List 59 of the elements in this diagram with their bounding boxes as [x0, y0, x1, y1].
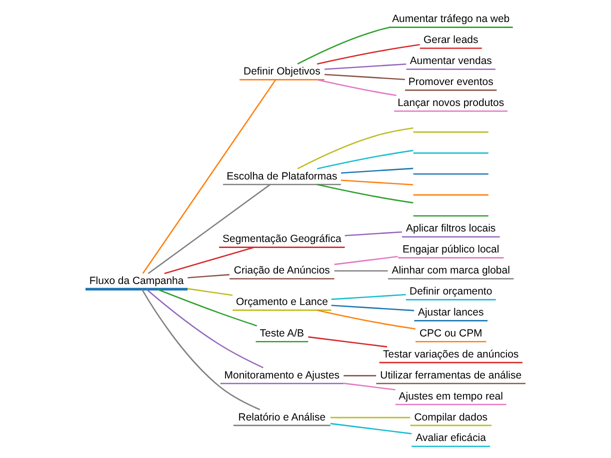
node-text: Monitoramento e Ajustes: [224, 370, 340, 382]
node-bar: [413, 131, 488, 133]
connector: [331, 304, 414, 312]
node-text: Ajustes em tempo real: [398, 391, 503, 402]
connector: [164, 246, 254, 274]
node-text: Promover eventos: [408, 77, 494, 88]
connector: [341, 180, 414, 186]
node-text: CPC ou CPM: [419, 328, 482, 340]
node-text: Aumentar tráfego na web: [392, 14, 510, 26]
node-bar: [413, 215, 488, 217]
connector: [316, 184, 414, 204]
connector: [316, 150, 414, 170]
connector: [316, 79, 396, 96]
connector: [344, 231, 402, 236]
node-text: Fluxo da Campanha: [89, 276, 184, 288]
connector: [157, 288, 258, 326]
connector: [344, 375, 376, 376]
connector: [146, 288, 264, 368]
node-text: Compilar dados: [414, 412, 488, 424]
connector: [324, 74, 405, 80]
node-text: Aumentar vendas: [410, 56, 492, 68]
connector: [334, 256, 398, 266]
connector: [142, 79, 276, 274]
connector: [148, 184, 271, 274]
node-text: Escolha de Plataformas: [226, 171, 338, 182]
node-text: Alinhar com marca global: [392, 266, 510, 277]
node-text: Utilizar ferramentas de análise: [380, 370, 522, 382]
connector: [324, 63, 406, 70]
connector: [188, 274, 230, 278]
node-text: Definir Objetivos: [244, 66, 320, 78]
node-text: Lançar novos produtos: [398, 98, 504, 109]
node-text: Gerar leads: [424, 35, 478, 46]
node-text: Definir orçamento: [410, 286, 492, 298]
connector: [316, 310, 416, 330]
node-text: Ajustar lances: [418, 308, 484, 319]
node-text: Segmentação Geográfica: [222, 234, 342, 246]
connector: [316, 44, 420, 65]
node-text: Avaliar eficácia: [416, 433, 486, 444]
connector: [308, 336, 388, 348]
connector: [297, 127, 414, 170]
node-text: Testar variações de anúncios: [383, 349, 519, 360]
node-bar: [413, 152, 488, 154]
connector: [331, 294, 406, 300]
node-text: Criação de Anúncios: [234, 266, 330, 277]
node-text: Relatório e Análise: [238, 412, 326, 424]
connector: [188, 288, 233, 296]
node-bar: [413, 194, 488, 196]
connector: [334, 270, 388, 272]
connector: [341, 168, 414, 174]
connector: [330, 416, 410, 418]
node-text: Aplicar filtros locais: [406, 224, 496, 235]
node-text: Teste A/B: [260, 328, 304, 340]
connector: [297, 26, 390, 64]
node-bar: [413, 173, 488, 175]
node-text: Orçamento e Lance: [236, 297, 328, 308]
connector: [330, 422, 412, 434]
node-text: Engajar público local: [402, 244, 500, 256]
connector: [141, 289, 260, 410]
connector: [344, 382, 396, 390]
